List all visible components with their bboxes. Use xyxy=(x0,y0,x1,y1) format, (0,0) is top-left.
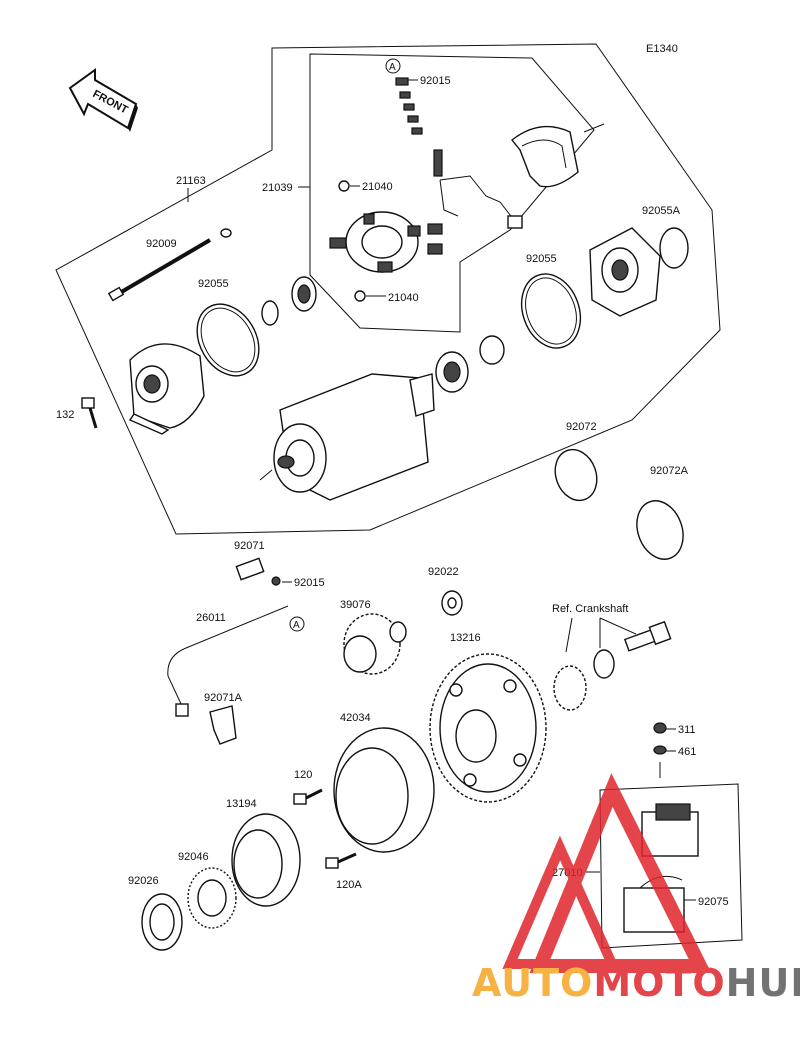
bolt-132 xyxy=(81,397,98,429)
label-92055-left: 92055 xyxy=(198,278,229,290)
label-311: 311 xyxy=(678,724,696,736)
bolt-120A xyxy=(325,852,357,869)
label-92075: 92075 xyxy=(698,896,729,908)
label-42034: 42034 xyxy=(340,712,371,724)
end-cover-right xyxy=(589,227,661,317)
watermark-hub: HUB xyxy=(726,961,800,1005)
label-21040-bot: 21040 xyxy=(388,292,419,304)
assembly-outline-21163 xyxy=(55,43,721,535)
brush-plate xyxy=(329,211,443,273)
crank-washer xyxy=(593,649,615,679)
arrow-cover xyxy=(583,123,605,133)
washer-armature xyxy=(479,335,505,365)
ref-crankshaft-label: Ref. Crankshaft xyxy=(552,603,628,615)
o-ring-92055A xyxy=(659,227,689,269)
circlip-92072A xyxy=(636,500,684,560)
cap-92071A xyxy=(209,705,237,745)
screw-21040-bot xyxy=(354,290,366,302)
label-92009: 92009 xyxy=(146,238,177,250)
leader-ref-crank-1 xyxy=(565,617,573,653)
nut-92015-mid xyxy=(271,576,281,586)
label-92022: 92022 xyxy=(428,566,459,578)
label-92072A: 92072A xyxy=(650,465,689,477)
label-461: 461 xyxy=(678,746,696,758)
watermark-text: AUTOMOTOHUB xyxy=(472,961,800,1005)
brush-cover xyxy=(511,125,579,188)
label-120A: 120A xyxy=(336,879,362,891)
washer-461 xyxy=(653,745,667,755)
screw-21040-top xyxy=(338,180,350,192)
o-ring-92055-right xyxy=(520,273,582,349)
automotohub-watermark: AUTOMOTOHUB xyxy=(472,773,800,1005)
armature xyxy=(259,373,435,501)
label-39076: 39076 xyxy=(340,599,371,611)
label-92072: 92072 xyxy=(566,421,597,433)
relay-outline-27010 xyxy=(599,783,743,949)
label-13194: 13194 xyxy=(226,798,257,810)
relay-upper xyxy=(641,803,699,857)
end-cover-left xyxy=(128,343,205,435)
label-92015-top: 92015 xyxy=(420,75,451,87)
through-bolt-92009 xyxy=(107,238,212,302)
washer-92026 xyxy=(141,893,183,951)
leader-ref-crank-3 xyxy=(599,617,637,635)
label-21163: 21163 xyxy=(176,175,206,187)
callout-a-mid: A xyxy=(289,616,305,632)
lead-wire-26011 xyxy=(167,605,289,707)
clutch-housing-42034 xyxy=(333,727,435,853)
washer-left xyxy=(261,300,279,326)
watermark-triangle-small-icon xyxy=(502,835,620,969)
nut-311 xyxy=(653,722,667,734)
label-92055-right: 92055 xyxy=(526,253,557,265)
o-ring-92055-left xyxy=(196,303,260,377)
brush-terminal xyxy=(427,149,523,235)
label-21039: 21039 xyxy=(262,182,293,194)
circlip-92072 xyxy=(554,448,598,502)
one-way-clutch-13194 xyxy=(231,813,301,907)
idler-gear-39076 xyxy=(343,613,407,675)
label-92071: 92071 xyxy=(234,540,265,552)
label-120: 120 xyxy=(294,769,312,781)
crank-bolt xyxy=(623,620,672,652)
crank-gear xyxy=(553,665,587,711)
label-92055A: 92055A xyxy=(642,205,681,217)
callout-a-mid-label: A xyxy=(293,620,300,631)
brush-springs xyxy=(395,77,423,135)
diagram-code: E1340 xyxy=(646,43,678,55)
label-26011: 26011 xyxy=(196,612,226,624)
label-92071A: 92071A xyxy=(204,692,243,704)
callout-a-top: A xyxy=(385,58,401,74)
bolt-120 xyxy=(293,788,323,805)
washer-small-92009 xyxy=(220,228,232,238)
assembly-outline-21039 xyxy=(309,53,595,333)
label-21040-top: 21040 xyxy=(362,181,393,193)
cap-92071 xyxy=(235,557,265,581)
label-92046: 92046 xyxy=(178,851,209,863)
needle-bearing-92046 xyxy=(187,867,237,929)
front-arrow-icon: FRONT xyxy=(68,68,138,132)
lead-wire-terminal xyxy=(175,703,189,717)
label-92026: 92026 xyxy=(128,875,159,887)
callout-a-top-label: A xyxy=(389,62,396,73)
starter-gear-13216 xyxy=(429,653,547,803)
label-13216: 13216 xyxy=(450,632,481,644)
watermark-moto: MOTO xyxy=(593,961,725,1005)
watermark-auto: AUTO xyxy=(472,961,593,1005)
label-132: 132 xyxy=(56,409,74,421)
label-92015-mid: 92015 xyxy=(294,577,325,589)
